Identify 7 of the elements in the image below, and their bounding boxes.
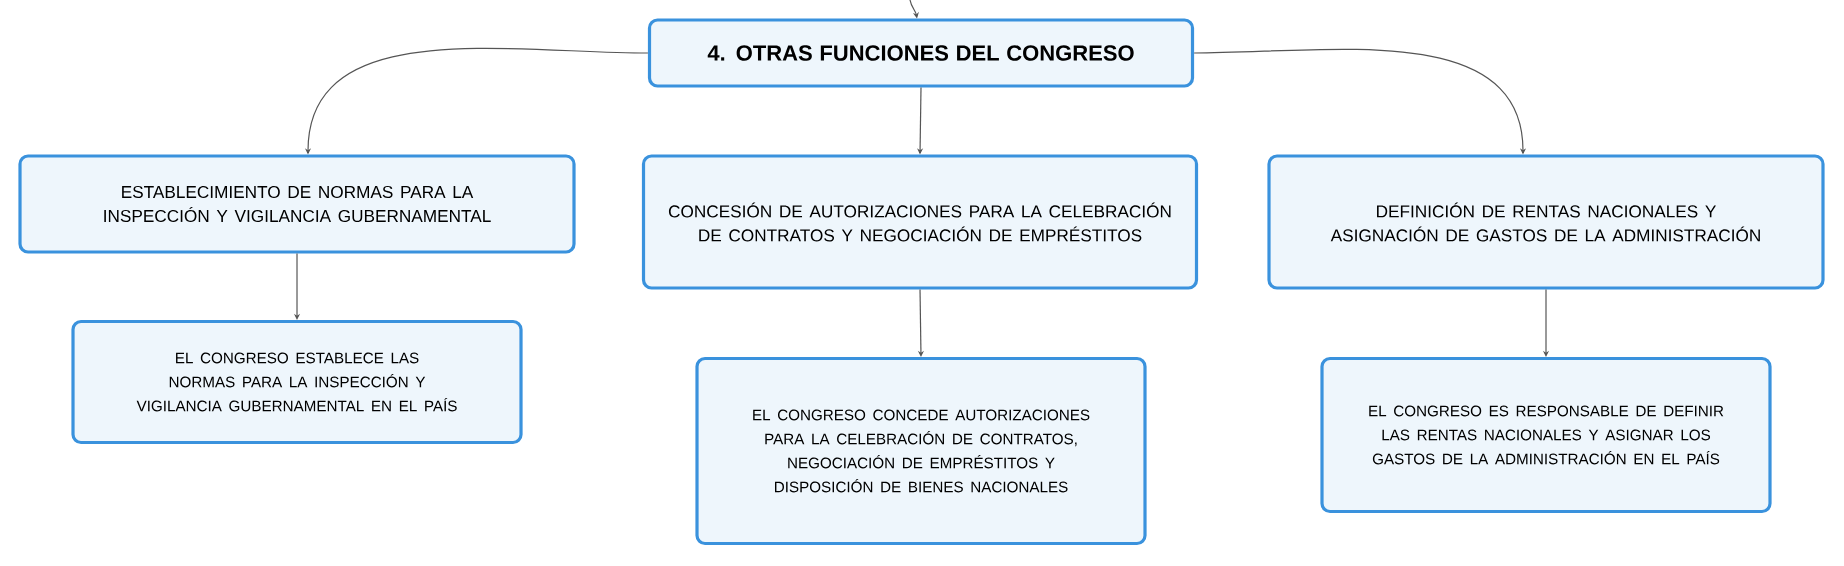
topic-box: 4. OTRAS FUNCIONES DEL CONGRESO bbox=[647, 18, 1195, 88]
topic-box: DEFINICIÓN DE RENTAS NACIONALES Y ASIGNACIÓN DE GASTOS DE LA ADMINISTRACIÓN bbox=[1267, 154, 1825, 290]
topic-box: CONCESIÓN DE AUTORIZACIONES PARA LA CELEBRACIÓN DE CONTRATOS Y NEGOCIACIÓN DE EMPRÉSTITOS bbox=[641, 154, 1199, 290]
topic-box: ESTABLECIMIENTO DE NORMAS PARA LA INSPECCIÓN Y VIGILANCIA GUBERNAMENTAL bbox=[18, 154, 576, 254]
topic-box: EL CONGRESO ES RESPONSABLE DE DEFINIR LAS RENTAS NACIONALES Y ASIGNAR LOS GASTOS DE LA ADMINISTRACIÓN EN EL PAÍS bbox=[1320, 356, 1772, 514]
topic-box: EL CONGRESO CONCEDE AUTORIZACIONES PARA LA CELEBRACIÓN DE CONTRATOS, NEGOCIACIÓN DE EMPRÉSTITOS Y DISPOSICIÓN DE BIENES NACIONALES bbox=[695, 356, 1147, 546]
topic-box: EL CONGRESO ESTABLECE LAS NORMAS PARA LA INSPECCIÓN Y VIGILANCIA GUBERNAMENTAL EN EL PAÍS bbox=[71, 319, 523, 445]
